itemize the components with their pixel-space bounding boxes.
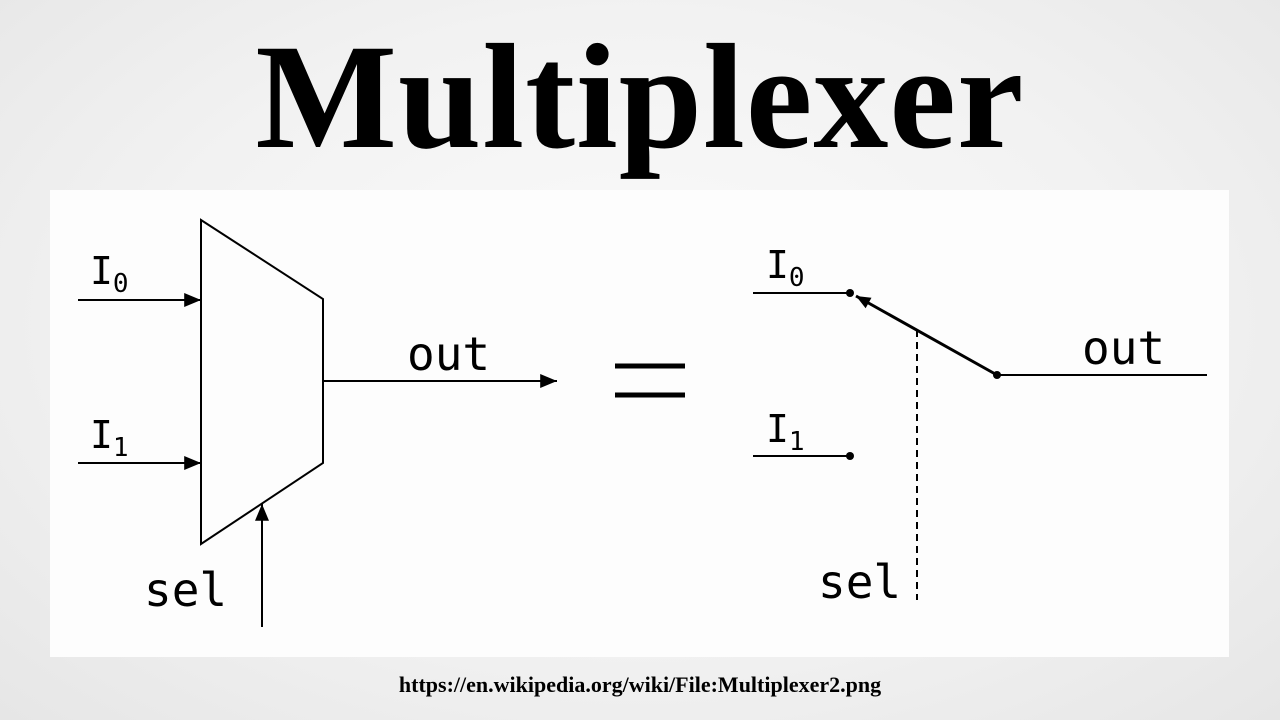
switch-input-0-label: I0 — [766, 243, 805, 293]
mux-trapezoid-body — [200, 218, 324, 546]
switch-model: I0 I1 out sel — [753, 243, 1207, 609]
mux-input-0-label: I0 — [90, 249, 129, 299]
mux-select-label: sel — [144, 563, 227, 617]
switch-input-1-contact — [846, 452, 854, 460]
switch-output-label: out — [1082, 321, 1165, 375]
mux-input-1-label: I1 — [90, 413, 129, 463]
slide-title: Multiplexer — [255, 14, 1025, 180]
equals-sign: = — [615, 363, 685, 398]
multiplexer-diagram: I0 I1 out sel = I0 — [78, 218, 1207, 627]
switch-lever-arrow — [855, 294, 998, 377]
switch-input-1-label: I1 — [766, 407, 805, 457]
multiplexer-diagram-panel: I0 I1 out sel = I0 — [50, 190, 1229, 657]
source-url-caption: https://en.wikipedia.org/wiki/File:Multi… — [398, 672, 882, 697]
mux-output-label: out — [407, 327, 490, 381]
mux-symbol: I0 I1 out sel — [78, 218, 557, 627]
switch-input-0-contact — [846, 289, 854, 297]
switch-select-label: sel — [818, 555, 901, 609]
